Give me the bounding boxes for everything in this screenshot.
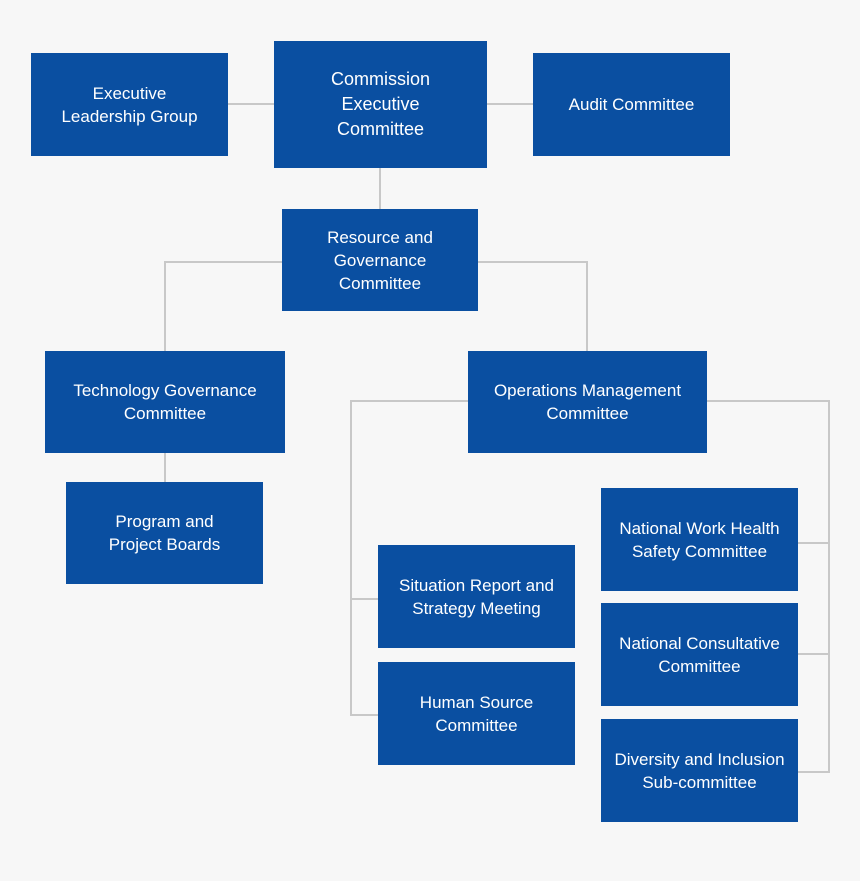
program-and-project-boards-box: Program and Project Boards — [66, 482, 263, 584]
connector-rgc-tgc — [164, 261, 282, 351]
connector-omc-left-branch — [350, 400, 468, 716]
connector-rgc-omc — [478, 261, 588, 351]
executive-leadership-group-box: Executive Leadership Group — [31, 53, 228, 156]
operations-management-committee-box: Operations Management Committee — [468, 351, 707, 453]
diversity-and-inclusion-subcommittee-box: Diversity and Inclusion Sub-committee — [601, 719, 798, 822]
national-work-health-safety-committee-box: National Work Health Safety Committee — [601, 488, 798, 591]
resource-and-governance-committee-box: Resource and Governance Committee — [282, 209, 478, 311]
national-consultative-committee-box: National Consultative Committee — [601, 603, 798, 706]
audit-committee-box: Audit Committee — [533, 53, 730, 156]
connector-omc-right-branch — [707, 400, 830, 773]
situation-report-and-strategy-meeting-box: Situation Report and Strategy Meeting — [378, 545, 575, 648]
commission-executive-committee-box: Commission Executive Committee — [274, 41, 487, 168]
technology-governance-committee-box: Technology Governance Committee — [45, 351, 285, 453]
human-source-committee-box: Human Source Committee — [378, 662, 575, 765]
